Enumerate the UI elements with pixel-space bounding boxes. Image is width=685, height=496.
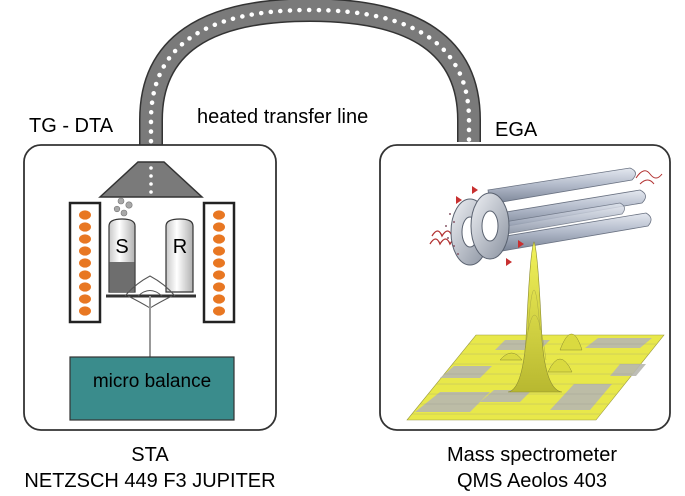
ega-instrument bbox=[379, 144, 671, 431]
quadrupole-analyzer bbox=[429, 167, 663, 266]
sample-crucible-label: S bbox=[115, 236, 128, 258]
micro-balance bbox=[69, 356, 235, 421]
reference-crucible-label: R bbox=[173, 236, 187, 258]
furnace-heater-left bbox=[68, 201, 102, 324]
furnace-heater-right bbox=[202, 201, 236, 324]
detector-signal bbox=[635, 170, 663, 185]
reference-crucible bbox=[165, 218, 194, 293]
gas-collector-funnel bbox=[98, 161, 204, 198]
sta-instrument: S R micro balance bbox=[23, 144, 277, 431]
tg-dta-label: TG - DTA bbox=[29, 115, 114, 137]
sta-title: STA bbox=[131, 444, 169, 466]
sample-holder bbox=[106, 275, 196, 357]
sample-crucible bbox=[108, 218, 136, 293]
ion-arrows bbox=[456, 186, 524, 266]
sta-model: NETZSCH 449 F3 JUPITER bbox=[24, 470, 275, 492]
ion-dots bbox=[445, 213, 459, 255]
ms-model: QMS Aeolos 403 bbox=[457, 470, 607, 492]
heated-transfer-line bbox=[139, 0, 481, 173]
spectrum-main-peak bbox=[507, 241, 563, 393]
ion-optics-rings bbox=[450, 192, 510, 266]
evolved-gas-bubbles bbox=[113, 197, 133, 217]
transfer-line-label: heated transfer line bbox=[197, 106, 368, 128]
ms-title: Mass spectrometer bbox=[447, 444, 617, 466]
micro-balance-label: micro balance bbox=[93, 371, 211, 392]
funnel-dots bbox=[149, 166, 153, 194]
quadrupole-rods bbox=[487, 167, 652, 252]
spectrum-surface bbox=[406, 241, 665, 421]
ega-label: EGA bbox=[495, 119, 538, 141]
